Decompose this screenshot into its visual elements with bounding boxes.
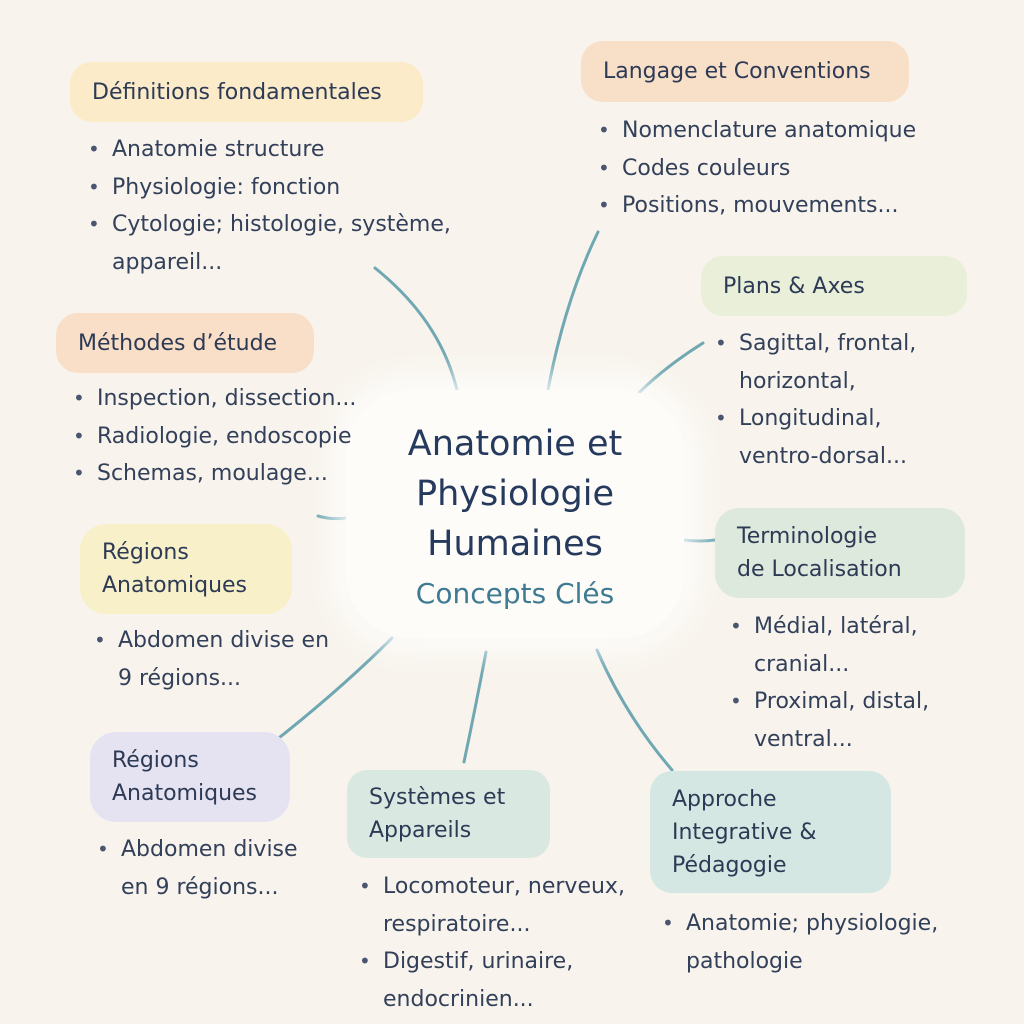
regions-1-list: Abdomen divise en9 régions... <box>92 622 329 697</box>
connector-methodes <box>316 514 348 521</box>
node-label: Régions <box>102 540 189 565</box>
node-label: Appareils <box>369 818 472 843</box>
connector-langage <box>546 230 600 392</box>
connector-plans <box>630 341 705 402</box>
plans-list: Sagittal, frontal,horizontal, Longitudin… <box>713 325 916 475</box>
node-regions-1: Régions Anatomiques <box>80 524 292 614</box>
central-topic: Anatomie et Physiologie Humaines Concept… <box>346 390 684 638</box>
node-label: Pédagogie <box>672 852 787 878</box>
node-label: Approche <box>672 786 777 812</box>
node-label: Anatomiques <box>102 573 248 598</box>
node-label: Anatomiques <box>112 781 258 806</box>
methodes-list: Inspection, dissection... Radiologie, en… <box>71 380 356 493</box>
node-label: de Localisation <box>737 557 902 582</box>
list-item: Inspection, dissection... <box>71 380 356 418</box>
list-item: Sagittal, frontal,horizontal, <box>713 325 916 400</box>
list-item: Anatomie; physiologie,pathologie <box>660 905 938 980</box>
node-label: Terminologie <box>737 524 878 549</box>
terminologie-list: Médial, latéral,cranial... Proximal, dis… <box>728 608 929 758</box>
list-item: Radiologie, endoscopie <box>71 418 356 456</box>
node-systemes: Systèmes et Appareils <box>347 770 550 858</box>
langage-list: Nomenclature anatomique Codes couleurs P… <box>596 112 916 225</box>
list-item: Schemas, moulage... <box>71 455 356 493</box>
node-label: Integrative & <box>672 819 817 845</box>
list-item: Longitudinal,ventro-dorsal... <box>713 400 916 475</box>
node-label: Définitions fondamentales <box>92 79 382 105</box>
approche-list: Anatomie; physiologie,pathologie <box>660 905 938 980</box>
list-item: Positions, mouvements... <box>596 187 916 225</box>
list-item: Cytologie; histologie, système,appareil.… <box>86 206 451 281</box>
list-item: Digestif, urinaire,endocrinien... <box>357 943 625 1018</box>
definitions-list: Anatomie structure Physiologie: fonction… <box>86 131 451 281</box>
connector-terminologie <box>682 538 717 543</box>
list-item: Proximal, distal,ventral... <box>728 683 929 758</box>
node-label: Régions <box>112 748 199 773</box>
connector-definitions <box>373 266 459 392</box>
list-item: Locomoteur, nerveux,respiratoire... <box>357 868 625 943</box>
connector-systemes <box>462 650 488 764</box>
list-item: Nomenclature anatomique <box>596 112 916 150</box>
central-subtitle: Concepts Clés <box>415 576 615 610</box>
node-methodes: Méthodes d’étude <box>56 313 314 373</box>
node-label: Langage et Conventions <box>603 59 871 84</box>
systemes-list: Locomoteur, nerveux,respiratoire... Dige… <box>357 868 625 1018</box>
central-title-line: Humaines <box>427 523 603 564</box>
node-label: Plans & Axes <box>723 273 865 299</box>
node-plans: Plans & Axes <box>701 256 967 316</box>
node-label: Systèmes et <box>369 785 506 810</box>
node-label: Méthodes d’étude <box>78 330 278 356</box>
list-item: Physiologie: fonction <box>86 169 451 207</box>
central-title-line: Anatomie et <box>407 423 623 464</box>
central-title-line: Physiologie <box>416 473 614 514</box>
list-item: Codes couleurs <box>596 150 916 188</box>
node-langage: Langage et Conventions <box>581 41 909 102</box>
node-definitions: Définitions fondamentales <box>70 62 423 122</box>
list-item: Abdomen divise en9 régions... <box>92 622 329 697</box>
list-item: Médial, latéral,cranial... <box>728 608 929 683</box>
node-terminologie: Terminologie de Localisation <box>715 508 965 598</box>
node-approche: Approche Integrative & Pédagogie <box>650 771 891 893</box>
node-regions-2: Régions Anatomiques <box>90 732 290 822</box>
connector-approche <box>595 648 674 772</box>
list-item: Anatomie structure <box>86 131 451 169</box>
